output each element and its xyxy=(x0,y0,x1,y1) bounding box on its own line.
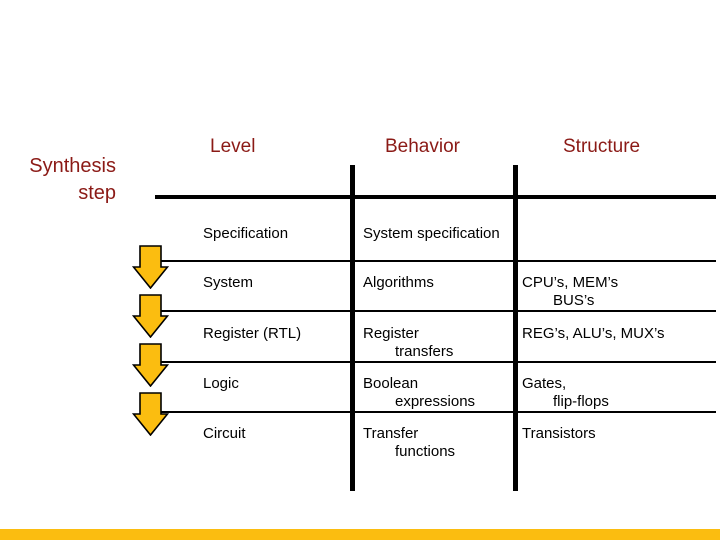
column-header-level: Level xyxy=(210,136,256,157)
cell-behavior-boolean: Boolean xyxy=(363,375,419,392)
row-separator-1 xyxy=(160,260,716,262)
column-divider-2 xyxy=(513,165,518,491)
bottom-accent-bar xyxy=(0,529,720,540)
cell-structure-transistors: Transistors xyxy=(522,425,596,442)
down-arrow-icon xyxy=(132,343,169,387)
column-divider-1 xyxy=(350,165,355,491)
cell-behavior-transfers: transfers xyxy=(395,343,454,360)
cell-structure-cpu-mem: CPU’s, MEM’s xyxy=(522,274,619,291)
side-label-synthesis-step: Synthesis step xyxy=(8,153,116,207)
down-arrow-icon xyxy=(132,294,169,338)
cell-behavior-system-specification: System specification xyxy=(363,225,500,242)
cell-level-system: System xyxy=(203,274,254,291)
cell-level-register-rtl: Register (RTL) xyxy=(203,325,302,342)
cell-level-logic: Logic xyxy=(203,375,239,392)
cell-structure-flip-flops: flip-flops xyxy=(553,393,609,410)
cell-behavior-functions: functions xyxy=(395,443,456,460)
cell-structure-bus: BUS’s xyxy=(553,292,595,309)
header-underline xyxy=(155,195,716,199)
down-arrow-icon xyxy=(132,392,169,436)
cell-structure-reg-alu-mux: REG’s, ALU’s, MUX’s xyxy=(522,325,665,342)
cell-behavior-algorithms: Algorithms xyxy=(363,274,434,291)
cell-behavior-transfer: Transfer xyxy=(363,425,419,442)
side-label-line2: step xyxy=(78,182,116,204)
side-label-line1: Synthesis xyxy=(29,155,116,177)
column-header-structure: Structure xyxy=(563,136,641,157)
row-separator-2 xyxy=(160,310,716,312)
cell-level-specification: Specification xyxy=(203,225,289,242)
row-separator-3 xyxy=(160,361,716,363)
cell-behavior-expressions: expressions xyxy=(395,393,476,410)
row-separator-4 xyxy=(160,411,716,413)
cell-structure-gates: Gates, xyxy=(522,375,567,392)
cell-behavior-register: Register xyxy=(363,325,419,342)
column-header-behavior: Behavior xyxy=(385,136,460,157)
down-arrow-icon xyxy=(132,245,169,289)
cell-level-circuit: Circuit xyxy=(203,425,246,442)
